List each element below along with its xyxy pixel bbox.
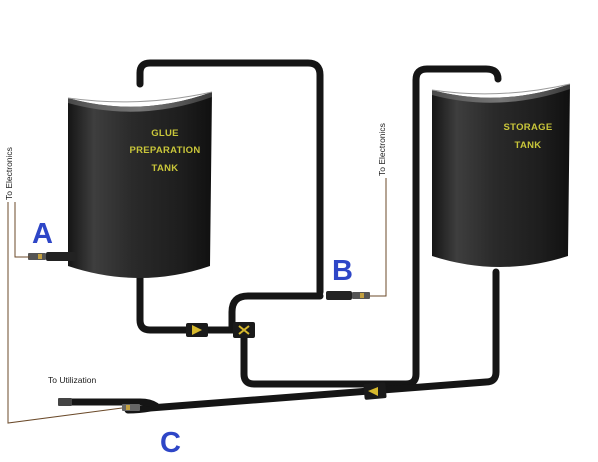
utilization-outlet [58, 398, 72, 406]
sensor-a [28, 252, 76, 261]
sensor-b-label: B [332, 255, 353, 287]
glue-preparation-tank: GLUE PREPARATION TANK [67, 91, 213, 278]
storage-tank-label-line1: STORAGE [504, 122, 553, 133]
valve-storage-outlet [363, 382, 387, 400]
valve-junction [233, 322, 255, 338]
storage-tank: STORAGE TANK [431, 83, 571, 267]
valve-glue-outlet [186, 323, 208, 337]
wire-sensor-c [7, 202, 123, 424]
wire-sensor-b [370, 178, 387, 297]
wire-sensor-a [14, 202, 30, 258]
sensor-b [326, 291, 370, 300]
glue-tank-label-line1: GLUE [151, 128, 179, 139]
sensor-a-label: A [32, 218, 53, 250]
glue-tank-label-line3: TANK [152, 163, 179, 174]
to-electronics-left-label: To Electronics [4, 147, 14, 200]
to-electronics-right-label: To Electronics [377, 123, 387, 176]
pipe-glue-top-return [136, 59, 324, 296]
sensor-c-label: C [160, 427, 181, 459]
pipe-storage-supply [240, 65, 502, 388]
pipe-glue-outlet [136, 274, 239, 334]
pipe-utilization [61, 398, 160, 410]
storage-tank-label-line2: TANK [515, 140, 542, 151]
glue-tank-label-line2: PREPARATION [129, 145, 200, 156]
pipe-b-branch [228, 292, 324, 334]
sensor-c [122, 404, 140, 411]
to-utilization-label: To Utilization [48, 375, 96, 385]
